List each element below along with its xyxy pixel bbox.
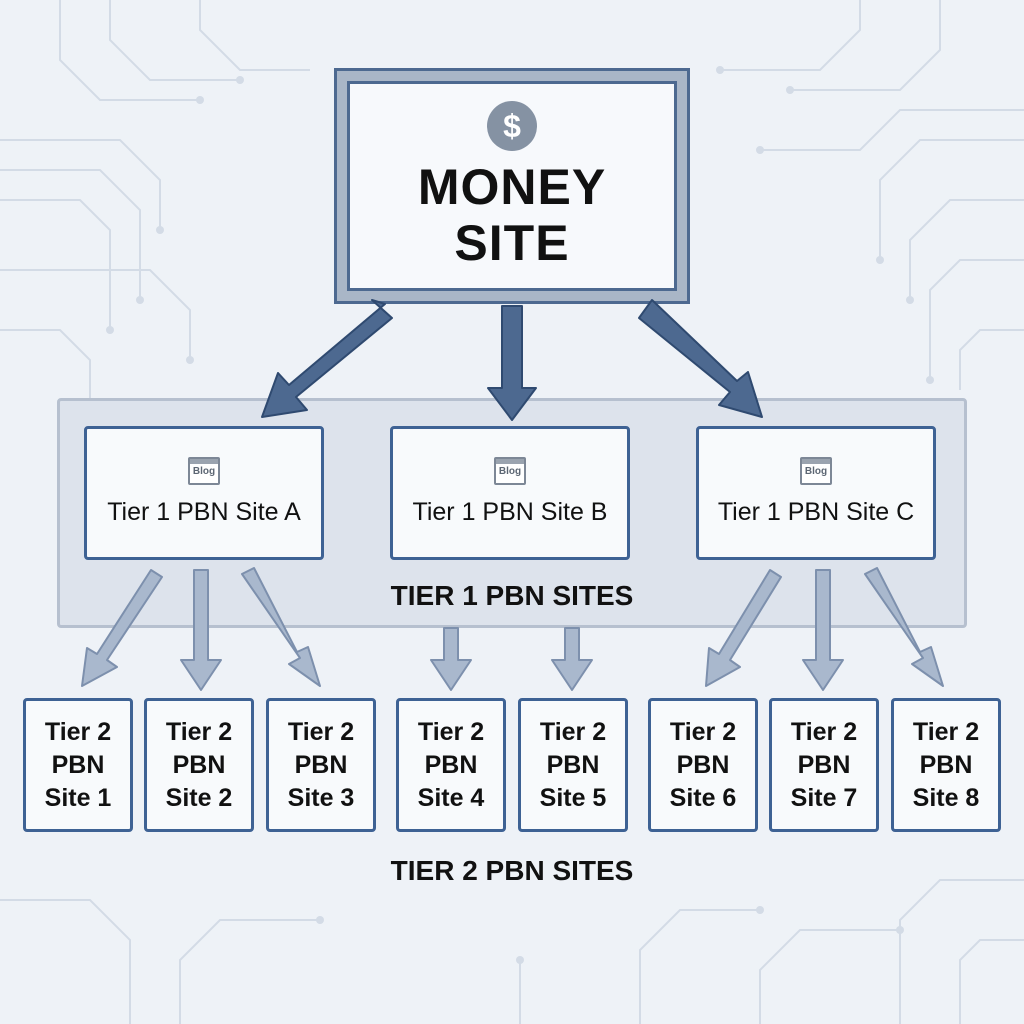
tier2-site-label: Tier 2 PBN Site 8 — [912, 717, 980, 812]
tier1-site-label: Tier 1 PBN Site A — [107, 498, 301, 526]
tier2-site-label: Tier 2 PBN Site 4 — [417, 717, 485, 812]
dollar-icon: $ — [487, 101, 537, 151]
blog-icon: Blog — [494, 457, 526, 485]
tier2-site-label: Tier 2 PBN Site 5 — [539, 717, 607, 812]
tier2-site-label: Tier 2 PBN Site 3 — [287, 717, 355, 812]
money-site-box: $ MONEY SITE — [334, 68, 690, 304]
blog-icon: Blog — [188, 457, 220, 485]
tier2-site-7: Tier 2 PBN Site 7 — [769, 698, 879, 832]
tier2-site-4: Tier 2 PBN Site 4 — [396, 698, 506, 832]
tier2-site-3: Tier 2 PBN Site 3 — [266, 698, 376, 832]
tier1-site-c: Blog Tier 1 PBN Site C — [696, 426, 936, 560]
tier2-site-2: Tier 2 PBN Site 2 — [144, 698, 254, 832]
tier1-group-title: TIER 1 PBN SITES — [390, 580, 634, 611]
tier1-site-b: Blog Tier 1 PBN Site B — [390, 426, 630, 560]
tier1-site-label: Tier 1 PBN Site C — [717, 498, 915, 526]
blog-icon-label: Blog — [804, 466, 828, 477]
blog-icon: Blog — [800, 457, 832, 485]
blog-icon-label: Blog — [498, 466, 522, 477]
tier2-site-label: Tier 2 PBN Site 6 — [669, 717, 737, 812]
tier2-site-label: Tier 2 PBN Site 7 — [790, 717, 858, 812]
money-site-inner: $ MONEY SITE — [347, 81, 677, 291]
tier1-site-label: Tier 1 PBN Site B — [412, 498, 608, 526]
money-site-title: MONEY SITE — [417, 159, 607, 271]
blog-icon-label: Blog — [192, 466, 216, 477]
tier1-site-a: Blog Tier 1 PBN Site A — [84, 426, 324, 560]
tier2-site-8: Tier 2 PBN Site 8 — [891, 698, 1001, 832]
tier2-site-label: Tier 2 PBN Site 2 — [165, 717, 233, 812]
tier2-group-title: TIER 2 PBN SITES — [390, 855, 634, 886]
tier2-site-5: Tier 2 PBN Site 5 — [518, 698, 628, 832]
tier2-site-6: Tier 2 PBN Site 6 — [648, 698, 758, 832]
tier2-site-label: Tier 2 PBN Site 1 — [44, 717, 112, 812]
tier2-site-1: Tier 2 PBN Site 1 — [23, 698, 133, 832]
